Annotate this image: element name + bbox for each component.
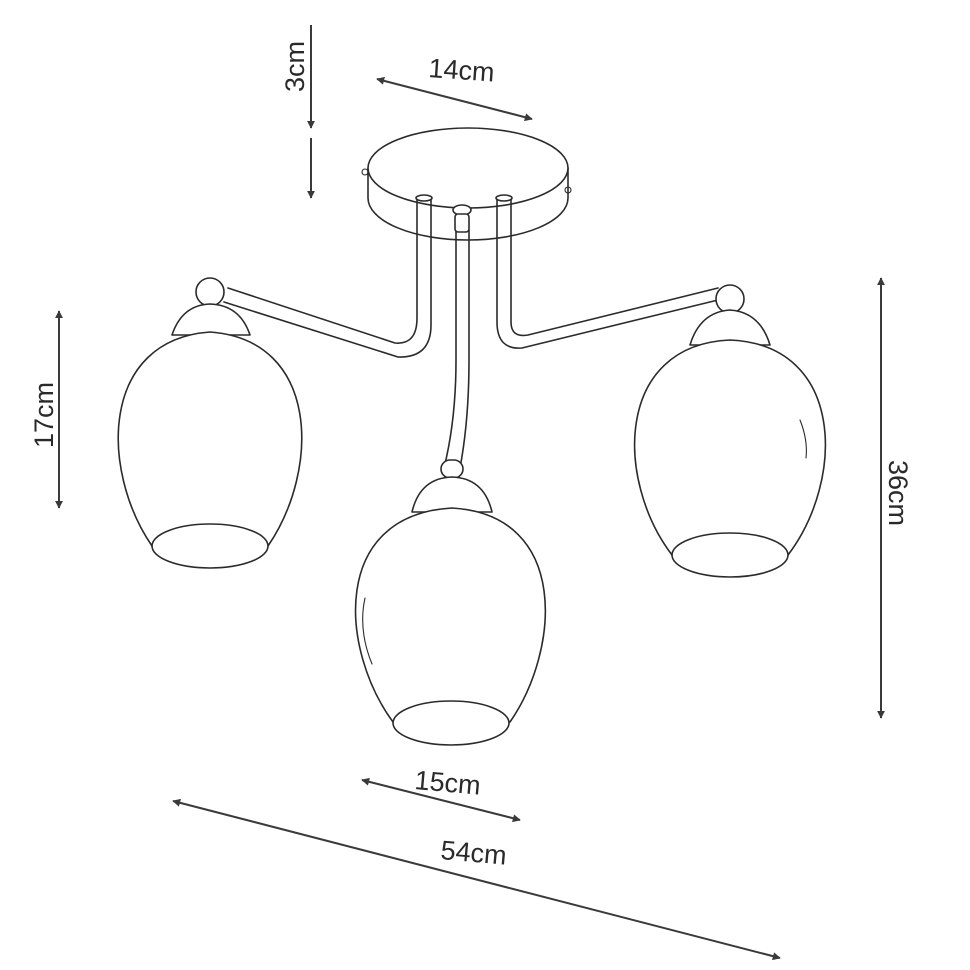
dimension-canopy-height: 3cm [280, 25, 315, 199]
total-height-label: 36cm [883, 460, 913, 526]
canopy-height-label: 3cm [280, 41, 310, 92]
dimension-shade-diameter: 15cm [361, 765, 521, 823]
dimension-shade-height: 17cm [29, 310, 63, 509]
lamp-arms [223, 194, 719, 469]
lamp-shade-left [117, 277, 303, 569]
ceiling-canopy [361, 127, 572, 241]
dimension-total-width: 54cm [172, 798, 781, 961]
canopy-diameter-label: 14cm [428, 53, 496, 88]
lamp-shade-right [633, 284, 827, 578]
shade-diameter-label: 15cm [413, 765, 481, 801]
lamp-shade-center [354, 459, 547, 746]
shade-height-label: 17cm [29, 382, 59, 448]
total-width-label: 54cm [439, 835, 507, 871]
dimension-total-height: 36cm [877, 277, 913, 719]
dimension-canopy-diameter: 14cm [376, 53, 533, 122]
